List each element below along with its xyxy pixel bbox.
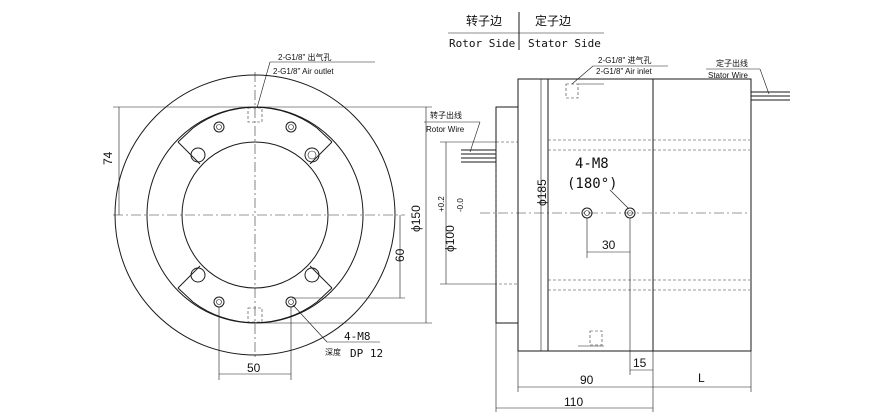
rotor-wire-cn-label: 转子出线 [430,110,462,120]
stator-wire-en-label: Stator Wire [708,71,749,80]
flange-slot-tl [177,141,201,165]
stator-wire-bundle [751,91,790,101]
air-outlet-label-line2: 2-G1/8" Air outlet [273,67,334,76]
rotor-flange-bottom-arc [192,301,318,324]
dim-30-label: 30 [602,238,616,252]
dim-60-label: 60 [393,248,407,262]
depth-value-label: DP 12 [350,347,383,360]
rotor-side-cn-label: 转子边 [466,13,502,28]
relief-hole-tl [190,147,206,163]
outer-flange-circle [114,74,396,356]
dim-150-label: ϕ150 [409,205,423,232]
rotor-flange-body [495,106,519,324]
front-view: 2-G1/8" 出气孔 2-G1/8" Air outlet 74 60 ϕ15… [101,52,432,380]
air-inlet-hidden-top [565,83,579,99]
air-inlet-leader [571,65,594,85]
relief-hole-br [304,267,320,283]
flange-slot-bl [177,265,201,289]
depth-cn-label: 深度 [325,347,341,357]
bore-tol-plus-label: +0.2 [437,196,446,212]
air-outlet-hidden-top [247,107,263,123]
dim-110-label: 110 [564,395,583,409]
stator-rear-block [652,78,752,352]
stator-side-cn-label: 定子边 [535,13,571,28]
air-inlet-hidden-bottom [589,330,603,346]
m8-hole-tr [285,121,297,133]
rotor-flange-top-arc [192,106,318,129]
rotor-side-en-label: Rotor Side [449,37,515,50]
bore-tol-minus-label: -0.0 [456,198,465,212]
m8-hole-bl [213,296,225,308]
air-outlet-leader [256,61,271,109]
air-outlet-hidden-bottom [247,307,263,323]
relief-hole-bl [190,267,206,283]
side-header: 转子边 定子边 Rotor Side Stator Side [448,12,604,50]
wire-exit-inner [307,150,317,160]
rotor-flange-edge-br [316,287,333,303]
m8-leader [292,304,328,343]
side-holes-angle-label: (180°) [567,176,618,192]
front-holes-spec-label: 4-M8 [344,330,371,343]
stator-wire-leader [759,68,770,95]
m8-hole-tl [213,121,225,133]
m8-hole-br [285,296,297,308]
bore-circle [181,141,329,289]
stator-side-en-label: Stator Side [528,37,601,50]
side-holes-leader [609,189,629,209]
air-inlet-label-line2: 2-G1/8" Air inlet [596,67,653,76]
dim-15-label: 15 [633,356,647,370]
rotor-wire-leader [469,121,481,153]
stator-wire-cn-label: 定子出线 [716,58,748,68]
side-holes-spec-label: 4-M8 [575,156,609,172]
dim-L-label: L [698,371,705,385]
rotor-flange-edge-tl [177,127,194,143]
dim-185-label: ϕ185 [535,179,549,206]
air-inlet-label-line1: 2-G1/8" 进气孔 [598,55,652,65]
wire-exit-hole [304,147,320,163]
flange-slot-br [309,265,333,289]
flange-slot-tr [309,141,333,165]
air-outlet-label-line1: 2-G1/8" 出气孔 [278,52,332,62]
dim-50-label: 50 [247,361,261,375]
dim-74-label: 74 [101,151,115,165]
side-view: 转子出线 Rotor Wire ϕ100 +0.2 -0.0 ϕ185 2-G1… [424,55,790,412]
dim-90-label: 90 [580,373,594,387]
rotor-flange-edge-tr [316,127,333,143]
rotor-flange-edge-bl [177,287,194,303]
rotor-wire-en-label: Rotor Wire [426,125,465,134]
rotor-wire-bundle [461,149,496,163]
bore-dim-label: ϕ100 [443,225,457,252]
